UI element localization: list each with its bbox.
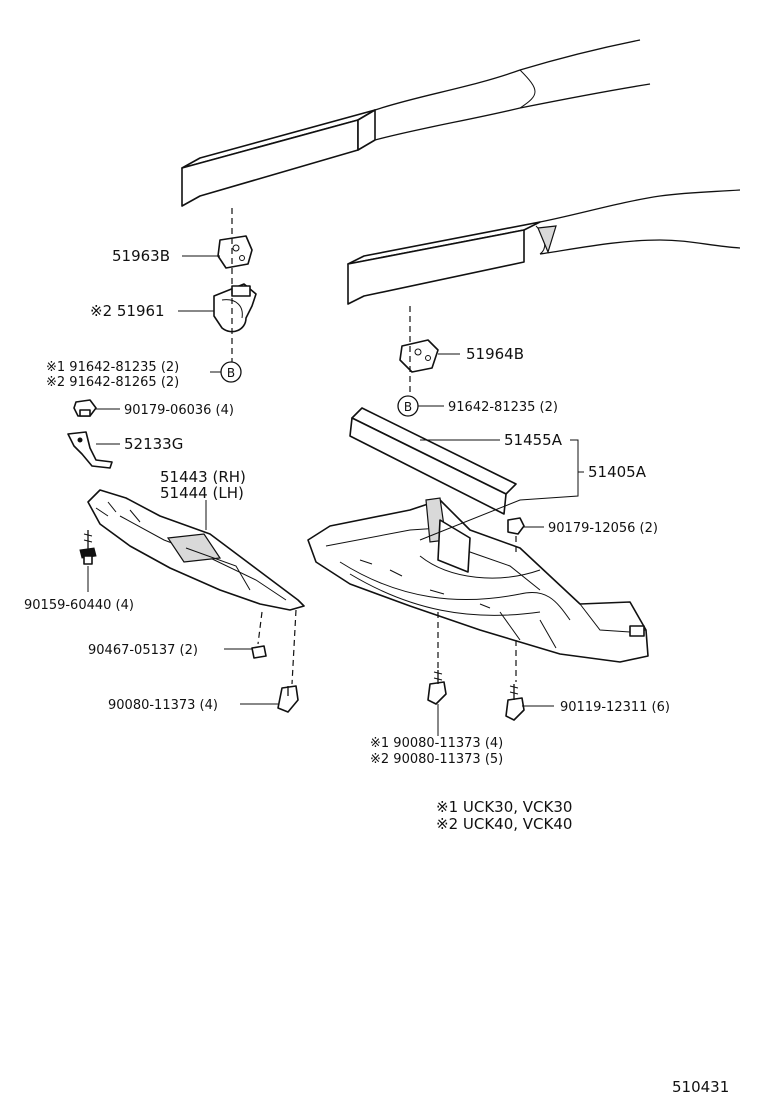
label-51444: 51444 (LH): [160, 484, 244, 502]
figure-number: 510431: [672, 1078, 729, 1096]
bracket-52133g: [67, 431, 113, 469]
bracket-51964b: [399, 339, 439, 373]
leader-dashed-bolt-left: [291, 609, 297, 685]
label-90080-left: 90080-11373 (4): [108, 698, 218, 713]
leader-dashed-clip: [257, 611, 263, 645]
ref-b-left-text: B: [227, 366, 235, 380]
ref-b-right-text: B: [404, 400, 412, 414]
engine-under-cover-51405a: [307, 497, 649, 663]
bolt-90119-12311: [505, 684, 525, 721]
pad-51455a: [349, 407, 517, 515]
label-51964b: 51964B: [466, 345, 524, 363]
label-51963b: 51963B: [112, 247, 170, 265]
bolt-90080-left: [277, 685, 299, 713]
label-90080-right-2: ※2 90080-11373 (5): [370, 752, 503, 767]
label-51405a: 51405A: [588, 463, 647, 481]
bracket-51963b: [217, 235, 253, 269]
label-52133g: 52133G: [124, 435, 183, 453]
note-2: ※2 UCK40, VCK40: [436, 815, 572, 833]
label-91642-81235-right: 91642-81235 (2): [448, 400, 558, 415]
bolt-90080-right: [427, 670, 447, 705]
label-51961: ※2 51961: [90, 302, 165, 320]
leader-lines: [87, 255, 584, 736]
under-cover-51443-51444: [87, 489, 305, 611]
label-90179-06036: 90179-06036 (4): [124, 403, 234, 418]
note-1: ※1 UCK30, VCK30: [436, 798, 572, 816]
label-90119-12311: 90119-12311 (6): [560, 700, 670, 715]
tow-hook-51961: [213, 283, 257, 333]
label-51455a: 51455A: [504, 431, 563, 449]
label-51443: 51443 (RH): [160, 468, 246, 486]
label-90467-05137: 90467-05137 (2): [88, 643, 198, 658]
frame-rail-right: [347, 189, 741, 305]
label-91642-81265: ※2 91642-81265 (2): [46, 375, 179, 390]
label-91642-81235-left: ※1 91642-81235 (2): [46, 360, 179, 375]
clip-90467-05137: [251, 645, 267, 659]
screw-90159-60440: [79, 530, 97, 565]
label-90159-60440: 90159-60440 (4): [24, 598, 134, 613]
nut-90179-12056: [507, 517, 525, 535]
label-90179-12056: 90179-12056 (2): [548, 521, 658, 536]
frame-rail-left: [181, 39, 651, 207]
nut-90179-06036: [73, 399, 97, 417]
label-90080-right-1: ※1 90080-11373 (4): [370, 736, 503, 751]
